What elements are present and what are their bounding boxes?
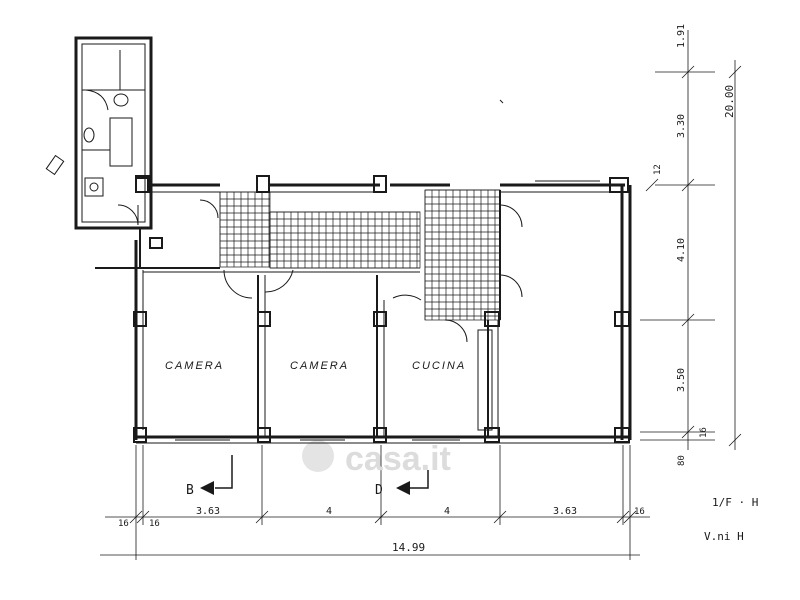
dim-bottom-3: 3.63: [196, 506, 220, 517]
dim-bottom-7: 16: [634, 507, 645, 517]
dim-right-3: 4.10: [676, 238, 687, 262]
right-dimension-lines: [640, 30, 742, 450]
section-marker-b: B: [186, 483, 194, 498]
note-line-1: 1/F · H: [712, 496, 758, 509]
bottom-dimension-lines: [100, 445, 650, 560]
dim-bottom-2: 16: [149, 519, 160, 529]
dim-bottom-6: 3.63: [553, 506, 577, 517]
dim-right-2: 3.30: [676, 114, 687, 138]
dim-bottom-5: 4: [444, 506, 450, 517]
dim-bottom-total: 14.99: [392, 541, 425, 554]
dim-right-4: 3.50: [676, 368, 687, 392]
dim-right-total: 20.00: [723, 85, 736, 118]
dim-right-6: 80: [677, 455, 687, 466]
door-swings: [117, 199, 523, 343]
columns: [133, 175, 630, 443]
dim-right-5: 16: [699, 427, 709, 438]
section-marker-d: D: [375, 483, 383, 498]
outer-walls: [95, 183, 632, 444]
partitions: [143, 190, 501, 437]
dim-right-7: 12: [653, 164, 663, 175]
room-label-camera-1: CAMERA: [165, 360, 224, 372]
windows: [175, 180, 600, 441]
room-label-cucina: CUCINA: [412, 360, 466, 372]
note-line-2: V.ni H: [704, 530, 744, 543]
dim-right-1: 1.91: [676, 24, 687, 48]
bathroom-annex: [45, 36, 153, 230]
watermark-text: casa.it: [345, 440, 451, 478]
room-label-camera-2: CAMERA: [290, 360, 349, 372]
hatched-areas: [219, 189, 501, 321]
dim-bottom-4: 4: [326, 506, 332, 517]
watermark: [302, 440, 334, 472]
section-markers: [200, 455, 429, 495]
dim-bottom-1: 16: [118, 519, 129, 529]
